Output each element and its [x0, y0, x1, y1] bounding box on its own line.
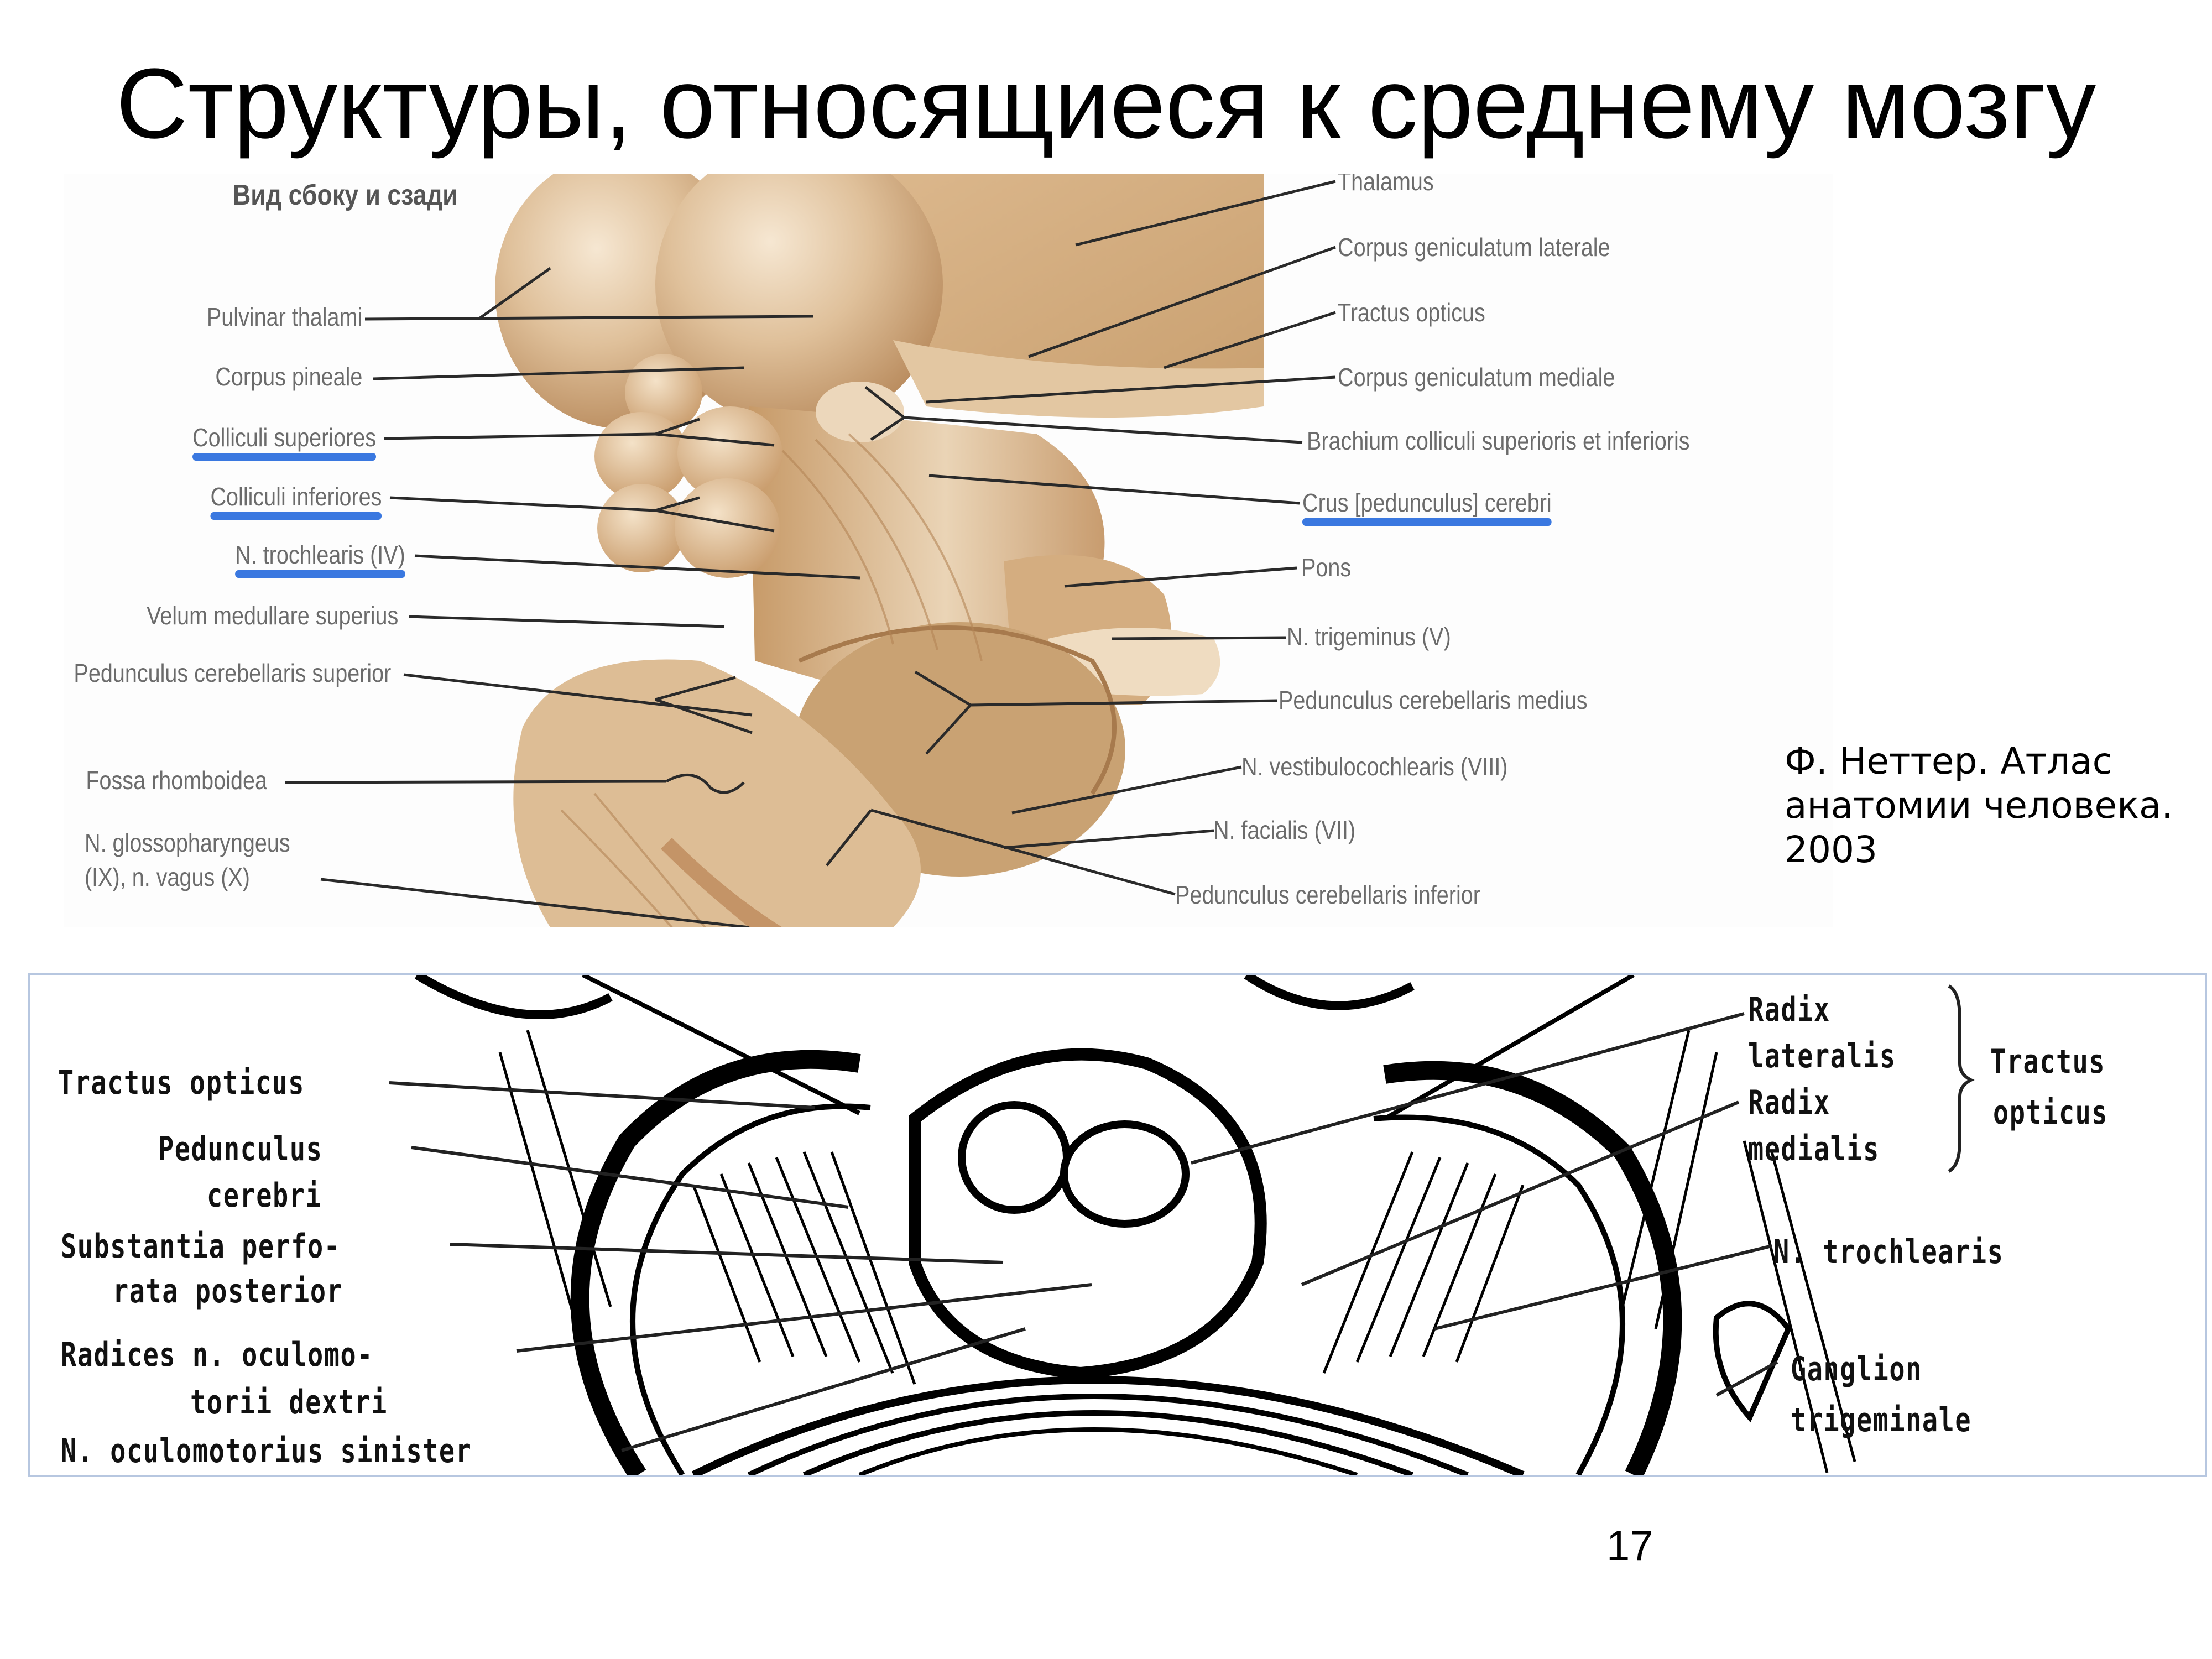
label-fossa-rhomboidea: Fossa rhomboidea	[86, 766, 267, 795]
lower-anatomy-figure: Tractus opticus Pedunculus cerebri Subst…	[28, 973, 2207, 1477]
label-pedunculus-cerebellaris-medius: Pedunculus cerebellaris medius	[1279, 686, 1588, 714]
label-pons: Pons	[1301, 553, 1352, 582]
label-n-facialis-vii: N. facialis (VII)	[1213, 816, 1356, 844]
label-velum-medullare-superius: Velum medullare superius	[146, 601, 398, 630]
label-cerebri: cerebri	[207, 1176, 322, 1215]
label-thalamus: Thalamus	[1338, 174, 1434, 196]
label-n-vagus: (IX), n. vagus (X)	[85, 863, 250, 891]
label-brachium-colliculi: Brachium colliculi superioris et inferio…	[1307, 426, 1690, 455]
label-n-glossopharyngeus: N. glossopharyngeus	[85, 828, 290, 857]
label-pedunculus-cerebellaris-inferior: Pedunculus cerebellaris inferior	[1175, 880, 1480, 909]
label-torii-dextri: torii dextri	[190, 1383, 388, 1422]
label-colliculi-superiores: Colliculi superiores	[192, 423, 377, 461]
label-opticus-group: opticus	[1993, 1093, 2109, 1132]
view-heading: Вид сбоку и сзади	[233, 179, 458, 211]
label-corpus-pineale: Corpus pineale	[215, 362, 362, 391]
caption-line-2: анатомии человека.	[1785, 784, 2173, 827]
label-crus-cerebri: Crus [pedunculus] cerebri	[1302, 488, 1552, 526]
slide-title: Структуры, относящиеся к среднему мозгу	[116, 48, 2096, 159]
source-caption: Ф. Неттер. Атлас анатомии человека. 2003	[1785, 739, 2173, 872]
label-pulvinar-thalami: Pulvinar thalami	[206, 302, 362, 331]
label-trigeminale: trigeminale	[1791, 1401, 1972, 1439]
label-tractus-opticus: Tractus opticus	[1338, 298, 1485, 327]
caption-line-1: Ф. Неттер. Атлас	[1785, 740, 2112, 782]
label-medialis: medialis	[1748, 1130, 1880, 1168]
label-pedunculus: Pedunculus	[158, 1130, 323, 1168]
upper-anatomy-figure: Вид сбоку и сзади Pulvinar thalami Corpu…	[64, 174, 1833, 927]
label-n-vestibulocochlearis-viii: N. vestibulocochlearis (VIII)	[1241, 752, 1508, 781]
label-n-trochlearis-iv: N. trochlearis (IV)	[235, 540, 405, 578]
label-tractus-opticus-lower: Tractus opticus	[58, 1063, 305, 1102]
label-n-oculomotorius-sinister: N. oculomotorius sinister	[61, 1432, 472, 1470]
label-radices-n-oculomo: Radices n. oculomo-	[61, 1335, 373, 1374]
label-colliculi-inferiores: Colliculi inferiores	[210, 482, 382, 520]
label-rata-posterior: rata posterior	[113, 1272, 343, 1311]
page-number: 17	[1606, 1522, 1653, 1569]
label-radix-2: Radix	[1748, 1083, 1830, 1122]
brainstem-color-illustration	[284, 174, 1336, 927]
label-radix-1: Radix	[1748, 990, 1830, 1029]
caption-line-3: 2003	[1785, 828, 1877, 871]
label-corpus-geniculatum-mediale: Corpus geniculatum mediale	[1338, 363, 1615, 392]
label-n-trochlearis-lower: N. trochlearis	[1773, 1233, 2004, 1271]
label-n-trigeminus-v: N. trigeminus (V)	[1287, 622, 1451, 651]
label-substantia-perfo: Substantia perfo-	[61, 1227, 341, 1266]
label-corpus-geniculatum-laterale: Corpus geniculatum laterale	[1338, 233, 1610, 262]
label-pedunculus-cerebellaris-superior: Pedunculus cerebellaris superior	[74, 659, 391, 687]
label-ganglion: Ganglion	[1791, 1350, 1922, 1389]
label-tractus-group: Tractus	[1990, 1042, 2106, 1081]
midbrain-bw-illustration	[389, 975, 1975, 1475]
label-lateralis: lateralis	[1748, 1037, 1896, 1076]
